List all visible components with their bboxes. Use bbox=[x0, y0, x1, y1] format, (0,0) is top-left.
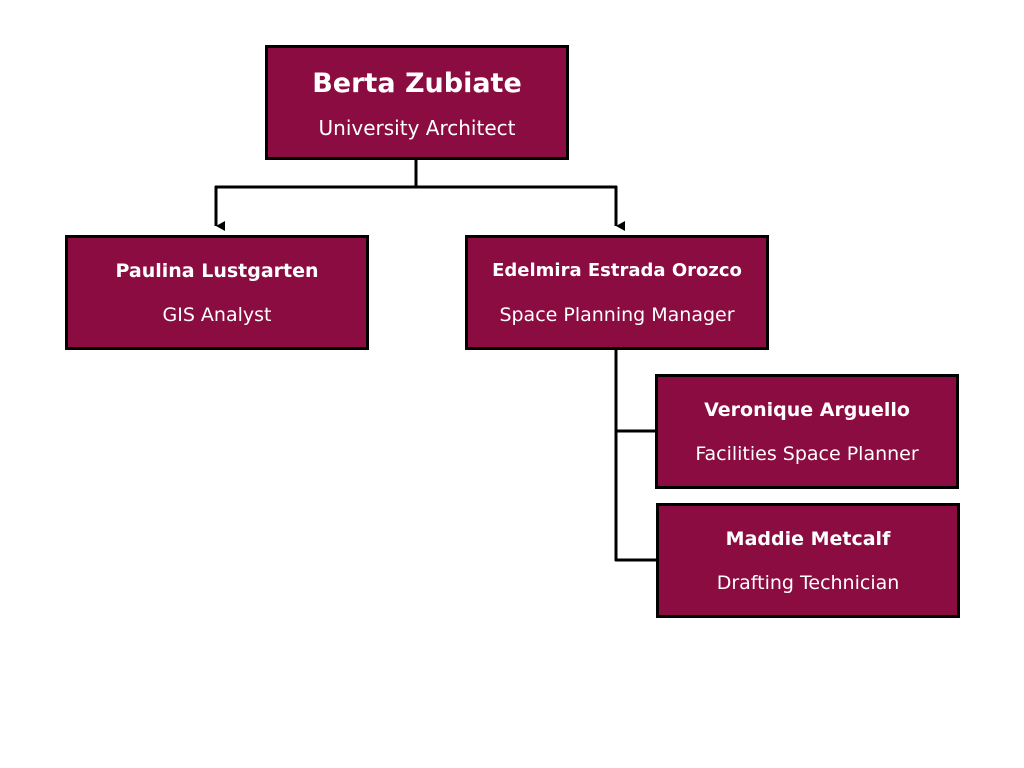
org-node-maddie-metcalf: Maddie Metcalf Drafting Technician bbox=[656, 503, 960, 618]
node-name: Berta Zubiate bbox=[312, 68, 522, 99]
org-node-paulina-lustgarten: Paulina Lustgarten GIS Analyst bbox=[65, 235, 369, 350]
org-node-berta-zubiate: Berta Zubiate University Architect bbox=[265, 45, 569, 160]
node-name: Maddie Metcalf bbox=[725, 528, 891, 550]
org-node-edelmira-estrada-orozco: Edelmira Estrada Orozco Space Planning M… bbox=[465, 235, 769, 350]
node-name: Edelmira Estrada Orozco bbox=[492, 260, 742, 281]
node-title: University Architect bbox=[318, 116, 516, 140]
org-node-veronique-arguello: Veronique Arguello Facilities Space Plan… bbox=[655, 374, 959, 489]
node-title: Drafting Technician bbox=[716, 572, 900, 594]
node-name: Paulina Lustgarten bbox=[115, 260, 319, 282]
node-title: GIS Analyst bbox=[162, 304, 272, 326]
node-title: Facilities Space Planner bbox=[695, 443, 919, 465]
node-title: Space Planning Manager bbox=[499, 304, 735, 326]
node-name: Veronique Arguello bbox=[704, 399, 910, 421]
